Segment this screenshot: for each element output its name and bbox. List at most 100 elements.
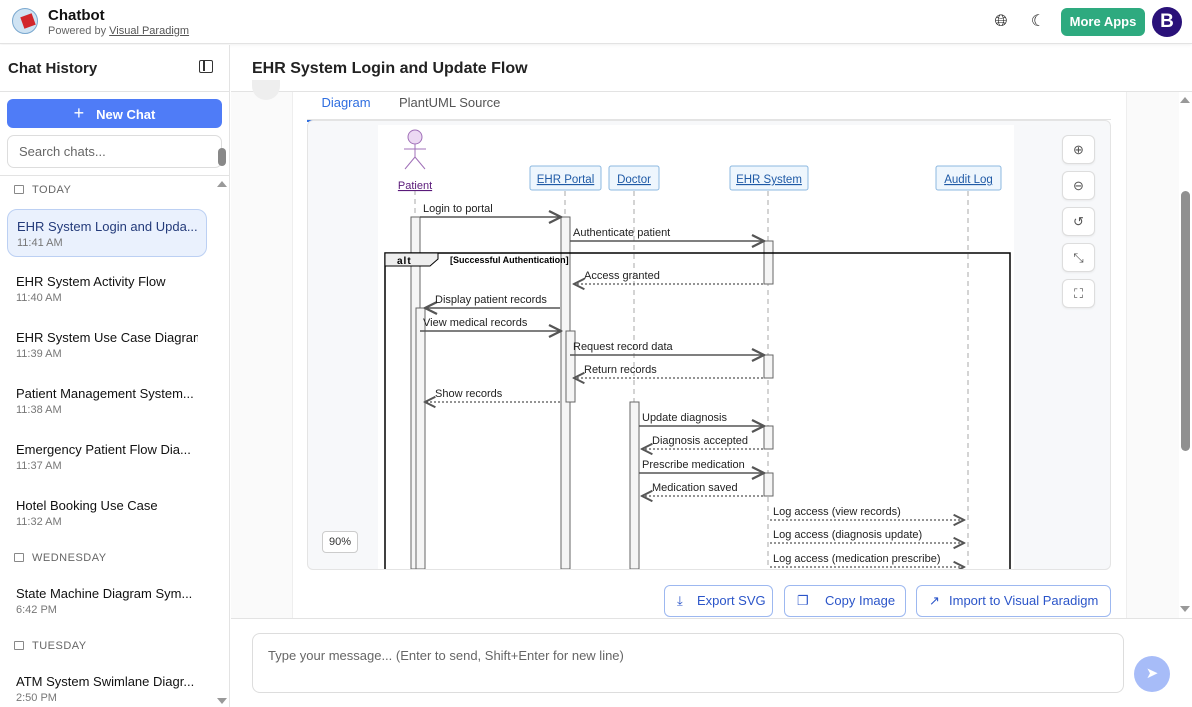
- chat-item-title: Hotel Booking Use Case: [16, 498, 158, 513]
- activation-bar-doctor: [629, 401, 640, 569]
- powered-by: Powered by Visual Paradigm: [48, 25, 189, 37]
- divider: [0, 91, 230, 92]
- message-label: Access granted: [584, 270, 660, 282]
- participant-box-portal: [529, 165, 602, 191]
- calendar-icon: [14, 185, 24, 194]
- chat-item-title: EHR System Activity Flow: [16, 274, 166, 289]
- new-chat-button[interactable]: +New Chat: [7, 99, 222, 128]
- import-visual-paradigm-button[interactable]: ↗Import to Visual Paradigm: [916, 585, 1111, 617]
- external-link-icon: ↗: [929, 593, 940, 608]
- tab-plantuml-source[interactable]: PlantUML Source: [399, 95, 501, 110]
- send-button[interactable]: ➤: [1134, 656, 1170, 692]
- chat-item-title: EHR System Login and Upda...: [17, 219, 197, 234]
- chat-item[interactable]: ATM System Swimlane Diagr...2:50 PM: [7, 665, 207, 707]
- message-label: Update diagnosis: [642, 412, 728, 424]
- chat-item[interactable]: EHR System Use Case Diagram 11:39 AM: [7, 321, 207, 369]
- message-label: Return records: [584, 364, 657, 376]
- fit-button[interactable]: ⤡: [1062, 243, 1095, 272]
- activation-bar-portal: [565, 330, 576, 403]
- scroll-up-arrow[interactable]: [1180, 97, 1190, 103]
- sidebar-scrollbar[interactable]: [216, 176, 228, 707]
- plus-icon: +: [73, 103, 85, 123]
- zoom-in-icon: ⊕: [1073, 142, 1084, 157]
- message-label: Login to portal: [423, 203, 493, 215]
- activation-bar-ehr: [763, 472, 774, 497]
- avatar[interactable]: B: [1152, 7, 1182, 37]
- message-label: Log access (medication prescribe): [773, 553, 941, 565]
- group-header-wednesday: WEDNESDAY: [14, 552, 107, 564]
- message-label: Diagnosis accepted: [652, 435, 748, 447]
- alt-fragment: [384, 252, 1011, 569]
- message-label: Show records: [435, 388, 503, 400]
- participant-label: EHR Portal: [537, 174, 595, 186]
- chat-item[interactable]: Patient Management System... 11:38 AM: [7, 377, 207, 425]
- activation-bar-ehr: [763, 354, 774, 379]
- reset-zoom-button[interactable]: ↺: [1062, 207, 1095, 236]
- zoom-out-button[interactable]: ⊖: [1062, 171, 1095, 200]
- message-label: Request record data: [573, 341, 674, 353]
- sequence-diagram[interactable]: Patient EHR Portal Doctor EHR System Audit L…: [378, 125, 1014, 569]
- download-icon: ⤓: [677, 593, 683, 608]
- chat-item-title: Emergency Patient Flow Dia...: [16, 442, 191, 457]
- chat-history-title: Chat History: [8, 60, 98, 77]
- chat-item-title: Patient Management System...: [16, 386, 194, 401]
- export-svg-button[interactable]: ⤓Export SVG: [664, 585, 773, 617]
- fullscreen-button[interactable]: ⛶: [1062, 279, 1095, 308]
- chat-item-time: 11:41 AM: [17, 237, 63, 249]
- visual-paradigm-link[interactable]: Visual Paradigm: [109, 25, 190, 37]
- participant-box-audit: [935, 165, 1002, 191]
- more-apps-button[interactable]: More Apps: [1061, 8, 1145, 36]
- chat-item-title: EHR System Use Case Diagram: [16, 330, 198, 345]
- chat-item-time: 11:39 AM: [16, 348, 62, 360]
- group-header-today: TODAY: [14, 184, 71, 196]
- moon-icon[interactable]: ☾: [1030, 13, 1046, 30]
- rotate-ccw-icon: ↺: [1073, 214, 1084, 229]
- chat-item-time: 11:37 AM: [16, 460, 62, 472]
- copy-image-button[interactable]: ❐Copy Image: [784, 585, 906, 617]
- message-label: Authenticate patient: [573, 227, 670, 239]
- participant-label: Doctor: [617, 174, 651, 186]
- message-label: Log access (view records): [773, 506, 901, 518]
- scroll-down-arrow[interactable]: [217, 698, 227, 704]
- search-chats-input[interactable]: [7, 135, 222, 168]
- participant-label: Patient: [398, 180, 432, 192]
- alt-guard: [Successful Authentication]: [450, 255, 569, 265]
- message-label: Prescribe medication: [642, 459, 745, 471]
- main-scroll-thumb[interactable]: [1181, 191, 1190, 451]
- message-label: View medical records: [423, 317, 528, 329]
- participant-label: EHR System: [736, 174, 802, 186]
- chat-item[interactable]: State Machine Diagram Sym...6:42 PM: [7, 577, 207, 625]
- tab-diagram[interactable]: Diagram: [307, 95, 385, 122]
- calendar-icon: [14, 553, 24, 562]
- globe-icon[interactable]: 🌐︎: [994, 13, 1008, 30]
- activation-bar-ehr: [763, 425, 774, 450]
- chat-item-active[interactable]: EHR System Login and Upda... 11:41 AM: [7, 209, 207, 257]
- fullscreen-icon: ⛶: [1073, 286, 1084, 301]
- zoom-out-icon: ⊖: [1073, 178, 1084, 193]
- chat-item[interactable]: EHR System Activity Flow 11:40 AM: [7, 265, 207, 313]
- zoom-level: 90%: [322, 531, 358, 553]
- divider: [0, 175, 230, 176]
- group-header-tuesday: TUESDAY: [14, 640, 87, 652]
- sidebar-toggle-icon[interactable]: [199, 60, 213, 73]
- chat-item[interactable]: Emergency Patient Flow Dia... 11:37 AM: [7, 433, 207, 481]
- sidebar: Chat History +New Chat TODAY EHR System …: [0, 45, 230, 707]
- divider: [307, 119, 1111, 120]
- message-label: Medication saved: [652, 482, 738, 494]
- scroll-up-arrow[interactable]: [217, 181, 227, 187]
- sidebar-scroll-thumb[interactable]: [218, 148, 226, 166]
- zoom-in-button[interactable]: ⊕: [1062, 135, 1095, 164]
- participant-box-doctor: [608, 165, 660, 191]
- alt-operator: alt: [397, 256, 412, 267]
- chat-item-time: 11:40 AM: [16, 292, 62, 304]
- message-label: Log access (diagnosis update): [773, 529, 922, 541]
- scroll-down-arrow[interactable]: [1180, 606, 1190, 612]
- actor-patient-icon: [404, 129, 426, 170]
- chat-item-time: 11:38 AM: [16, 404, 62, 416]
- message-input[interactable]: [252, 633, 1124, 693]
- powered-by-text: Powered by: [48, 25, 110, 37]
- participant-label: Audit Log: [944, 174, 993, 186]
- actor-head: [407, 129, 423, 145]
- main-scrollbar[interactable]: [1179, 92, 1192, 618]
